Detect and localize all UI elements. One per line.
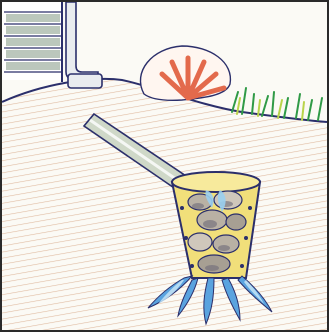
shrub-icon [140, 46, 230, 100]
house-siding-icon [2, 2, 62, 82]
downspout-icon [66, 2, 102, 88]
drainage-illustration [2, 2, 327, 330]
